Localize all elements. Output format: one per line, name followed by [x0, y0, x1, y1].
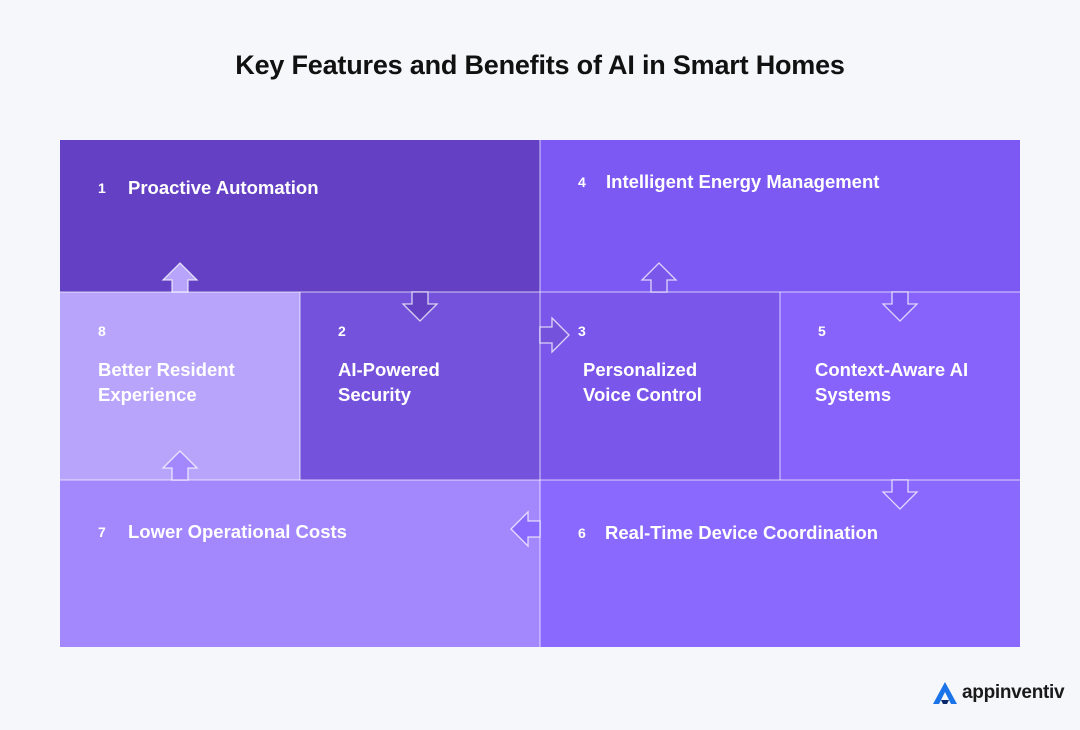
tile-number: 8: [98, 323, 106, 339]
tile-number: 1: [98, 180, 106, 196]
arrow-down-1-to-2: [401, 291, 439, 322]
tile-label-line-1: Context-Aware AI: [815, 359, 969, 380]
arrow-right-2-to-3: [539, 316, 570, 354]
tile-label-line-1: AI-Powered: [338, 359, 440, 380]
tile-label-line-1: Better Resident: [98, 359, 235, 380]
tile-ai-powered-security: 2 AI-Powered Security: [300, 292, 540, 480]
tile-intelligent-energy-management: 4 Intelligent Energy Management: [540, 140, 1020, 292]
tile-lower-operational-costs: 7 Lower Operational Costs: [60, 480, 540, 647]
tile-label-line-1: Personalized: [583, 359, 698, 380]
tile-personalized-voice-control: 3 Personalized Voice Control: [540, 292, 780, 480]
logo-text: appinventiv: [962, 682, 1065, 703]
appinventiv-logo: appinventiv: [932, 679, 1065, 707]
tile-label: Real-Time Device Coordination: [605, 522, 879, 543]
tile-number: 4: [578, 174, 586, 190]
arrow-up-7-to-8: [161, 450, 199, 481]
tile-better-resident-experience: 8 Better Resident Experience: [60, 292, 300, 480]
arrow-left-6-to-7: [510, 510, 541, 548]
tile-number: 7: [98, 524, 106, 540]
arrow-up-3-to-4: [640, 262, 678, 293]
tile-label-line-2: Voice Control: [583, 384, 702, 405]
arrow-up-8-to-1: [161, 262, 199, 293]
arrow-down-4-to-5: [881, 291, 919, 322]
tile-label: Intelligent Energy Management: [606, 171, 880, 192]
appinventiv-logo-icon: [933, 682, 957, 704]
tile-label-line-2: Security: [338, 384, 412, 405]
tile-real-time-device-coordination: 6 Real-Time Device Coordination: [540, 480, 1020, 647]
arrow-down-5-to-6: [881, 479, 919, 510]
tile-number: 6: [578, 525, 586, 541]
tile-proactive-automation: 1 Proactive Automation: [60, 140, 540, 292]
tile-label-line-2: Systems: [815, 384, 892, 405]
tile-context-aware-ai-systems: 5 Context-Aware AI Systems: [780, 292, 1020, 480]
page-title: Key Features and Benefits of AI in Smart…: [235, 50, 845, 80]
tile-number: 3: [578, 323, 586, 339]
tile-number: 2: [338, 323, 346, 339]
tile-label: Proactive Automation: [128, 177, 319, 198]
tile-label: Lower Operational Costs: [128, 521, 347, 542]
tile-number: 5: [818, 323, 826, 339]
tile-label-line-2: Experience: [98, 384, 197, 405]
